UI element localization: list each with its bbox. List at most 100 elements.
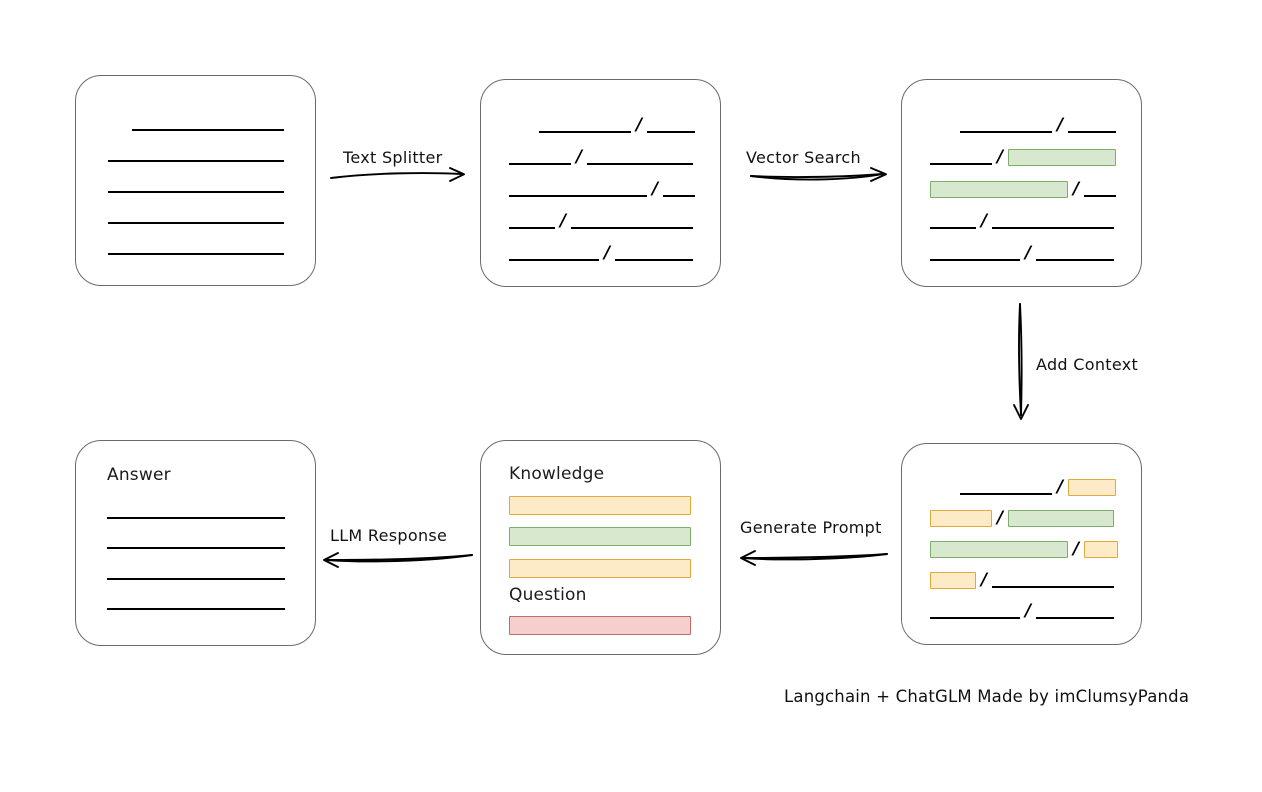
- answer-rule-2: [107, 547, 285, 549]
- edge-arrow-text-splitter: [330, 167, 465, 182]
- knowledge-bar-2: [509, 527, 691, 546]
- answer-rule-3: [107, 578, 285, 580]
- node-split-chunks[interactable]: / / / / /: [480, 79, 721, 287]
- node-source-document[interactable]: [75, 75, 316, 286]
- line-separator-slash: /: [981, 570, 988, 590]
- text-line: /: [509, 178, 696, 200]
- edge-label-llm-response: LLM Response: [330, 526, 448, 545]
- text-rule: [509, 214, 555, 229]
- text-line: /: [509, 210, 694, 232]
- edge-label-text-splitter: Text Splitter: [343, 148, 443, 167]
- text-rule: [615, 246, 694, 261]
- text-line: /: [539, 114, 696, 136]
- vector-results-body: / / / / /: [902, 80, 1141, 286]
- line-separator-slash: /: [1073, 179, 1080, 199]
- text-line: /: [930, 146, 1117, 168]
- edge-arrow-vector-search: [750, 167, 887, 182]
- text-rule: [108, 178, 284, 193]
- context-chunks-body: / / / / /: [902, 444, 1141, 644]
- text-line: /: [509, 242, 694, 264]
- line-separator-slash: /: [652, 179, 659, 199]
- text-line: /: [930, 600, 1115, 622]
- edge-label-add-context: Add Context: [1036, 355, 1139, 374]
- node-answer[interactable]: Answer: [75, 440, 316, 646]
- highlight-chip-green: [1008, 509, 1115, 527]
- text-line: [108, 236, 284, 258]
- line-separator-slash: /: [1057, 115, 1064, 135]
- highlight-chip-yellow: [1068, 478, 1117, 496]
- edge-label-vector-search: Vector Search: [746, 148, 861, 167]
- knowledge-bar-3: [509, 559, 691, 578]
- text-rule: [1036, 604, 1115, 619]
- text-line: [108, 205, 284, 227]
- text-line: /: [930, 210, 1115, 232]
- text-line: /: [930, 538, 1119, 560]
- edge-arrow-add-context: [1013, 303, 1029, 420]
- text-line: /: [960, 114, 1117, 136]
- text-line: [108, 143, 284, 165]
- text-rule: [509, 150, 571, 165]
- text-rule: [108, 147, 284, 162]
- highlight-chip-yellow: [930, 571, 976, 589]
- text-rule: [1068, 118, 1117, 133]
- line-separator-slash: /: [1057, 477, 1064, 497]
- answer-rule-1: [107, 517, 285, 519]
- line-separator-slash: /: [1073, 539, 1080, 559]
- text-rule: [930, 214, 976, 229]
- highlight-chip-green: [930, 180, 1068, 198]
- text-rule: [992, 573, 1115, 588]
- knowledge-label: Knowledge: [509, 464, 605, 484]
- text-rule: [587, 150, 694, 165]
- text-rule: [108, 209, 284, 224]
- text-line: [108, 174, 284, 196]
- text-rule: [930, 604, 1020, 619]
- edge-arrow-generate-prompt: [740, 550, 888, 566]
- node-vector-search-results[interactable]: / / / / /: [901, 79, 1142, 287]
- text-line: /: [930, 178, 1117, 200]
- text-line: /: [930, 569, 1115, 591]
- text-rule: [930, 246, 1020, 261]
- text-rule: [930, 150, 992, 165]
- text-line: /: [930, 507, 1115, 529]
- text-line: /: [930, 242, 1115, 264]
- text-rule: [108, 240, 284, 255]
- knowledge-bar-1: [509, 496, 691, 515]
- text-rule: [647, 118, 696, 133]
- text-rule: [1084, 182, 1117, 197]
- text-rule: [509, 246, 599, 261]
- footer-credit: Langchain + ChatGLM Made by imClumsyPand…: [784, 687, 1190, 706]
- highlight-chip-yellow: [930, 509, 992, 527]
- answer-rule-4: [107, 608, 285, 610]
- text-rule: [1036, 246, 1115, 261]
- line-separator-slash: /: [997, 508, 1004, 528]
- text-rule: [663, 182, 696, 197]
- line-separator-slash: /: [997, 147, 1004, 167]
- line-separator-slash: /: [1025, 601, 1032, 621]
- text-line: [132, 112, 284, 134]
- source-document-body: [76, 76, 315, 285]
- edge-arrow-llm-response: [323, 552, 473, 568]
- answer-label: Answer: [107, 465, 171, 485]
- text-rule: [992, 214, 1115, 229]
- text-line: /: [960, 476, 1117, 498]
- highlight-chip-yellow: [1084, 540, 1119, 558]
- line-separator-slash: /: [1025, 243, 1032, 263]
- text-rule: [960, 118, 1052, 133]
- line-separator-slash: /: [981, 211, 988, 231]
- text-line: /: [509, 146, 694, 168]
- text-rule: [539, 118, 631, 133]
- question-label: Question: [509, 585, 587, 605]
- node-context-chunks[interactable]: / / / / /: [901, 443, 1142, 645]
- highlight-chip-green: [1008, 148, 1117, 166]
- line-separator-slash: /: [604, 243, 611, 263]
- node-generated-prompt[interactable]: Knowledge Question: [480, 440, 721, 655]
- text-rule: [960, 480, 1052, 495]
- text-rule: [132, 116, 284, 131]
- line-separator-slash: /: [560, 211, 567, 231]
- text-rule: [571, 214, 694, 229]
- question-bar-1: [509, 616, 691, 635]
- line-separator-slash: /: [576, 147, 583, 167]
- line-separator-slash: /: [636, 115, 643, 135]
- text-rule: [509, 182, 647, 197]
